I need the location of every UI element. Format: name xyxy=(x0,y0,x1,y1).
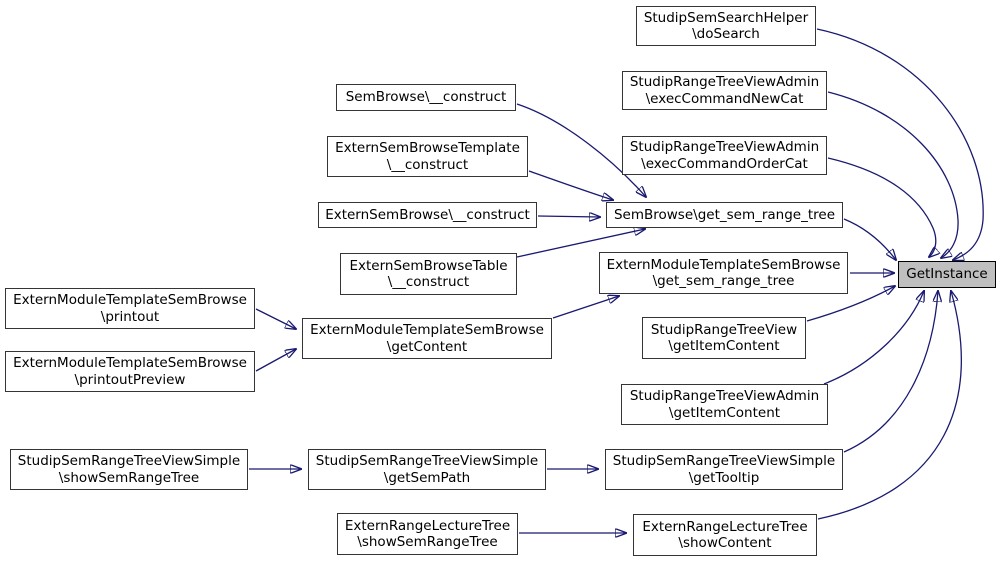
node-extern-sem-browse-template-construct[interactable]: ExternSemBrowseTemplate \__construct xyxy=(327,136,528,177)
node-class-label: ExternRangeLectureTree xyxy=(642,518,808,535)
node-class-label: ExternModuleTemplateSemBrowse xyxy=(13,355,247,371)
node-method-label: \execCommandOrderCat xyxy=(641,155,808,172)
node-method-label: \getContent xyxy=(386,338,468,355)
node-method-label: \getTooltip xyxy=(688,469,760,486)
edge-printout-to-getcontent xyxy=(255,308,296,329)
edge-admin-getitemcontent-to-getinstance xyxy=(823,291,924,385)
node-method-label: \printoutPreview xyxy=(74,371,186,388)
edge-externsembrowse-construct-to-tree xyxy=(537,216,600,217)
node-label: GetInstance xyxy=(906,266,988,283)
node-method-label: \execCommandNewCat xyxy=(645,90,804,107)
node-class-label: ExternModuleTemplateSemBrowse xyxy=(606,256,841,273)
edge-sembrowse-tree-to-getinstance xyxy=(843,218,896,260)
node-range-tree-view-get-item-content[interactable]: StudipRangeTreeView \getItemContent xyxy=(642,317,806,359)
node-class-label: StudipRangeTreeViewAdmin xyxy=(629,139,820,155)
node-get-instance: GetInstance xyxy=(898,261,996,288)
node-method-label: \getSemPath xyxy=(383,469,471,486)
node-class-label: StudipRangeTreeViewAdmin xyxy=(629,74,820,90)
node-printout-preview[interactable]: ExternModuleTemplateSemBrowse \printoutP… xyxy=(5,351,255,392)
edge-printoutpreview-to-getcontent xyxy=(255,349,296,372)
node-class-label: ExternModuleTemplateSemBrowse xyxy=(13,292,247,308)
node-exec-command-order-cat[interactable]: StudipRangeTreeViewAdmin \execCommandOrd… xyxy=(622,136,827,175)
node-method-label: \__construct xyxy=(387,274,470,290)
node-simple-get-sem-path[interactable]: StudipSemRangeTreeViewSimple \getSemPath xyxy=(308,449,546,490)
edge-getcontent-to-extern-tree xyxy=(552,296,619,319)
node-class-label: StudipSemRangeTreeViewSimple xyxy=(612,453,836,469)
node-extern-sem-browse-construct[interactable]: ExternSemBrowse\__construct xyxy=(318,202,537,228)
edge-ordercat-to-getinstance xyxy=(827,157,936,257)
node-extern-module-get-sem-range-tree[interactable]: ExternModuleTemplateSemBrowse \get_sem_r… xyxy=(599,252,848,294)
node-extern-sem-browse-table-construct[interactable]: ExternSemBrowseTable \__construct xyxy=(340,253,517,295)
node-label: ExternSemBrowse\__construct xyxy=(325,206,530,223)
edge-table-construct-to-tree xyxy=(516,229,645,258)
edge-sembrowse-construct-to-tree xyxy=(516,103,646,197)
node-class-label: StudipSemSearchHelper xyxy=(643,9,809,26)
node-simple-show-sem-range-tree[interactable]: StudipSemRangeTreeViewSimple \showSemRan… xyxy=(10,449,248,490)
node-get-content[interactable]: ExternModuleTemplateSemBrowse \getConten… xyxy=(302,318,552,359)
node-label: SemBrowse\__construct xyxy=(345,89,507,106)
edge-gettooltip-to-getinstance xyxy=(843,291,938,453)
node-class-label: StudipSemRangeTreeViewSimple xyxy=(17,453,241,469)
node-class-label: ExternModuleTemplateSemBrowse xyxy=(310,322,544,338)
node-printout[interactable]: ExternModuleTemplateSemBrowse \printout xyxy=(5,288,255,329)
node-method-label: \getItemContent xyxy=(668,338,780,354)
node-lecture-tree-show-content[interactable]: ExternRangeLectureTree \showContent xyxy=(633,514,817,556)
edge-template-construct-to-tree xyxy=(528,170,613,200)
node-method-label: \doSearch xyxy=(692,26,760,42)
node-method-label: \get_sem_range_tree xyxy=(652,273,795,289)
node-exec-command-new-cat[interactable]: StudipRangeTreeViewAdmin \execCommandNew… xyxy=(622,71,827,110)
edge-dosearch-to-getinstance xyxy=(816,28,984,260)
node-lecture-tree-show-sem-range-tree[interactable]: ExternRangeLectureTree \showSemRangeTree xyxy=(337,513,518,555)
node-class-label: StudipRangeTreeViewAdmin xyxy=(629,388,820,404)
edge-newcat-to-getinstance xyxy=(827,91,959,258)
node-method-label: \showSemRangeTree xyxy=(357,534,498,550)
node-class-label: StudipSemRangeTreeViewSimple xyxy=(315,453,539,469)
node-label: SemBrowse\get_sem_range_tree xyxy=(613,206,836,223)
node-method-label: \showContent xyxy=(678,535,772,551)
edge-rtv-getitemcontent-to-getinstance xyxy=(806,286,895,322)
node-sem-browse-construct[interactable]: SemBrowse\__construct xyxy=(336,84,516,111)
node-class-label: ExternSemBrowseTemplate xyxy=(335,140,520,156)
node-sem-browse-get-sem-range-tree[interactable]: SemBrowse\get_sem_range_tree xyxy=(606,202,843,228)
node-class-label: ExternRangeLectureTree xyxy=(344,517,511,534)
node-class-label: StudipRangeTreeView xyxy=(650,321,798,338)
node-range-tree-view-admin-get-item-content[interactable]: StudipRangeTreeViewAdmin \getItemContent xyxy=(621,384,828,425)
node-class-label: ExternSemBrowseTable xyxy=(349,257,508,274)
node-method-label: \getItemContent xyxy=(668,404,781,421)
node-method-label: \__construct xyxy=(386,156,469,173)
edge-showcontent-to-getinstance xyxy=(817,291,962,520)
node-do-search[interactable]: StudipSemSearchHelper \doSearch xyxy=(636,6,816,46)
node-simple-get-tooltip[interactable]: StudipSemRangeTreeViewSimple \getTooltip xyxy=(605,449,843,490)
node-method-label: \printout xyxy=(100,308,160,325)
node-method-label: \showSemRangeTree xyxy=(58,469,200,486)
